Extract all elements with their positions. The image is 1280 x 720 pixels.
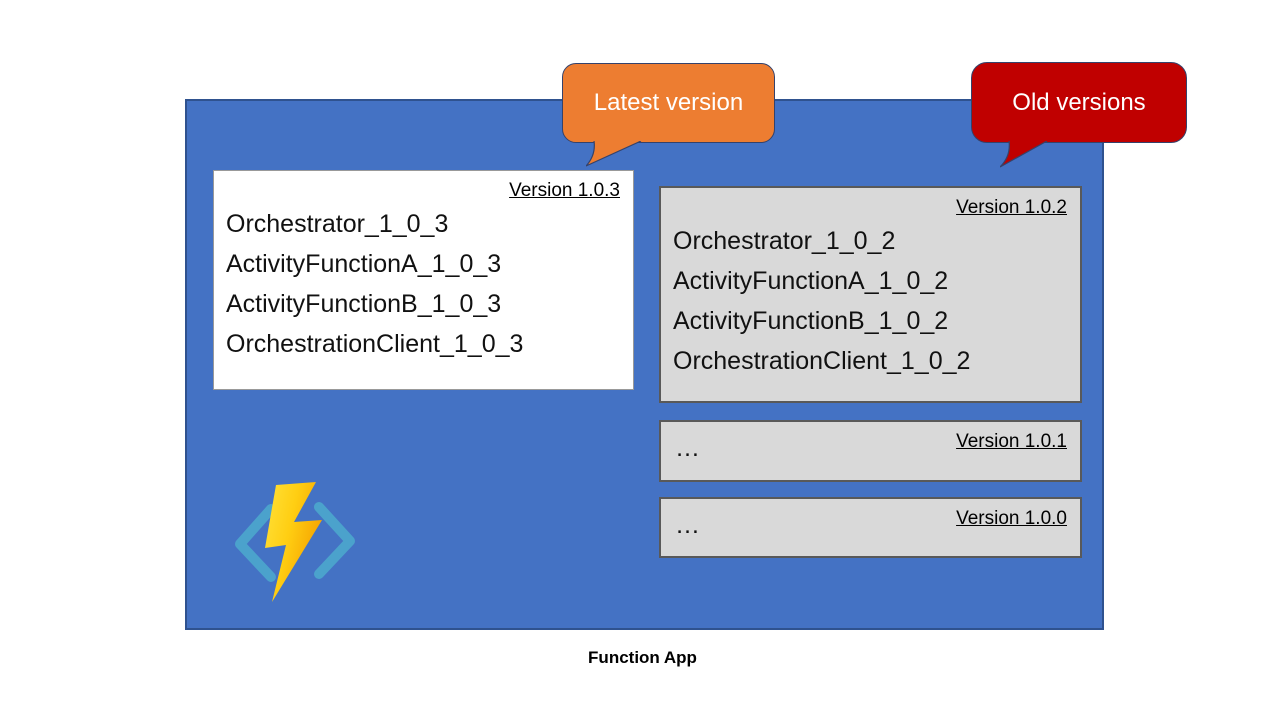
code-brackets-icon [235, 502, 355, 582]
azure-functions-icon [235, 482, 355, 602]
function-list: Orchestrator_1_0_3 ActivityFunctionA_1_0… [214, 202, 633, 364]
function-name: Orchestrator_1_0_3 [226, 210, 449, 238]
function-name: OrchestrationClient_1_0_2 [673, 347, 971, 375]
ellipsis-placeholder: … [675, 511, 700, 539]
function-name: ActivityFunctionA_1_0_3 [226, 250, 502, 278]
old-versions-callout: Old versions [971, 62, 1187, 143]
version-label: Version 1.0.2 [956, 197, 1067, 218]
version-label: Version 1.0.0 [956, 508, 1067, 529]
lightning-bolt-icon [265, 482, 322, 602]
ellipsis-placeholder: … [675, 434, 700, 462]
old-callout-tail [1000, 141, 1048, 168]
latest-version-box: Version 1.0.3 Orchestrator_1_0_3 Activit… [213, 170, 634, 390]
callout-label: Latest version [593, 89, 744, 116]
function-name: Orchestrator_1_0_2 [673, 227, 896, 255]
function-name: OrchestrationClient_1_0_3 [226, 330, 524, 358]
function-name: ActivityFunctionB_1_0_3 [226, 290, 502, 318]
function-name: ActivityFunctionB_1_0_2 [673, 307, 949, 335]
old-version-box-1-0-0: Version 1.0.0 … [659, 497, 1082, 558]
version-label: Version 1.0.3 [509, 180, 620, 201]
latest-version-callout: Latest version [562, 63, 775, 143]
old-version-box-1-0-1: Version 1.0.1 … [659, 420, 1082, 482]
callout-label: Old versions [1012, 88, 1146, 116]
function-list: Orchestrator_1_0_2 ActivityFunctionA_1_0… [661, 219, 1080, 381]
function-app-caption: Function App [588, 648, 697, 667]
function-name: ActivityFunctionA_1_0_2 [673, 267, 949, 295]
latest-callout-tail [586, 141, 642, 167]
old-version-box-1-0-2: Version 1.0.2 Orchestrator_1_0_2 Activit… [659, 186, 1082, 403]
version-label: Version 1.0.1 [956, 431, 1067, 452]
